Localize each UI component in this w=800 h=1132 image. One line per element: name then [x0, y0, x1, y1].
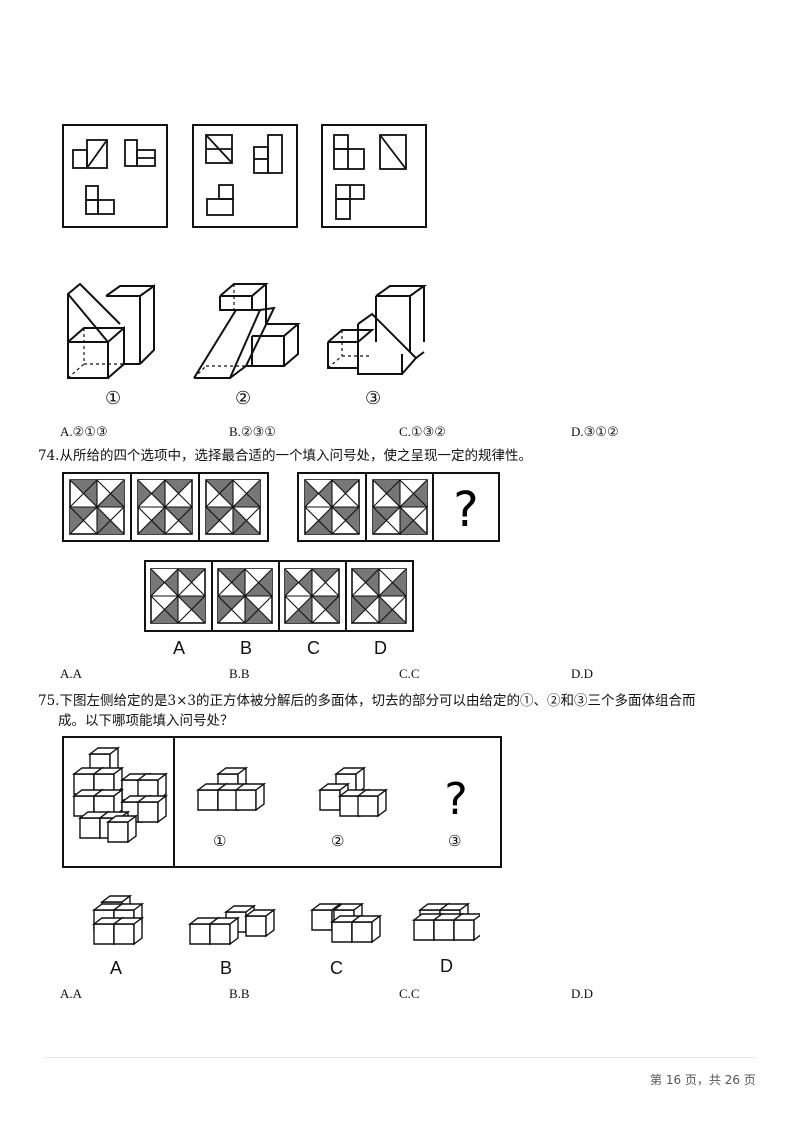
q74-stem-figure: ?: [62, 472, 500, 542]
page-number: 第 16 页，共 26 页: [650, 1073, 756, 1087]
solid-label-3: ③: [365, 388, 382, 409]
q75-option-d[interactable]: D.D: [571, 986, 594, 1001]
view-box-2: [192, 124, 298, 228]
q75-choice-label-c: C: [330, 958, 343, 978]
q75-question: 75.下图左侧给定的是3×3的正方体被分解后的多面体，切去的部分可以由给定的①、…: [38, 691, 758, 731]
q73-solid-3: [327, 285, 428, 375]
q75-part-label-3: ③: [448, 832, 462, 850]
q73-option-a[interactable]: A.②①③: [60, 424, 108, 439]
footer-divider: [44, 1057, 756, 1058]
q74-question-mark: ?: [453, 482, 478, 538]
q73-solid-2: [193, 283, 301, 379]
q74-choice-label-d: D: [374, 638, 387, 658]
q73-views-figure: [62, 124, 427, 228]
q74-choice-label-a: A: [173, 638, 186, 658]
q75-part-label-1: ①: [213, 832, 227, 850]
q73-solid-1: [67, 282, 155, 379]
q74-option-d[interactable]: D.D: [571, 666, 594, 681]
q74-option-a[interactable]: A.A: [60, 666, 83, 681]
q74-number: 74.: [38, 448, 60, 464]
q74-option-c[interactable]: C.C: [399, 666, 420, 681]
solid-label-2: ②: [235, 388, 252, 409]
view-box-1: [62, 124, 168, 228]
q74-option-b[interactable]: B.B: [229, 666, 250, 681]
q75-option-b[interactable]: B.B: [229, 986, 250, 1001]
q75-choice-label-d: D: [440, 956, 453, 976]
q75-choice-label-b: B: [220, 958, 233, 978]
view-box-3: [321, 124, 427, 228]
q73-option-c[interactable]: C.①③②: [399, 424, 446, 439]
q75-number: 75.: [38, 693, 60, 709]
q74-question-text: 从所给的四个选项中，选择最合适的一个填入问号处，使之呈现一定的规律性。: [59, 448, 532, 464]
q75-part-label-2: ②: [331, 832, 345, 850]
q74-choice-label-b: B: [240, 638, 253, 658]
q75-option-c[interactable]: C.C: [399, 986, 420, 1001]
q75-choices-figure: [93, 895, 480, 945]
q75-option-a[interactable]: A.A: [60, 986, 83, 1001]
q74-choice-label-c: C: [307, 638, 320, 658]
q75-question-line-1: 75.下图左侧给定的是3×3的正方体被分解后的多面体，切去的部分可以由给定的①、…: [38, 693, 696, 709]
q75-question-line-2: 成。以下哪项能填入问号处？: [58, 713, 234, 729]
q75-choice-label-a: A: [110, 958, 123, 978]
q74-choices-figure: [144, 560, 414, 632]
solid-label-1: ①: [105, 388, 122, 409]
q74-question: 74.从所给的四个选项中，选择最合适的一个填入问号处，使之呈现一定的规律性。: [38, 446, 532, 466]
q73-option-b[interactable]: B.②③①: [229, 424, 276, 439]
q73-option-d[interactable]: D.③①②: [571, 424, 619, 439]
q75-question-mark: ?: [444, 774, 467, 825]
q75-stem-figure: ?: [62, 736, 502, 868]
